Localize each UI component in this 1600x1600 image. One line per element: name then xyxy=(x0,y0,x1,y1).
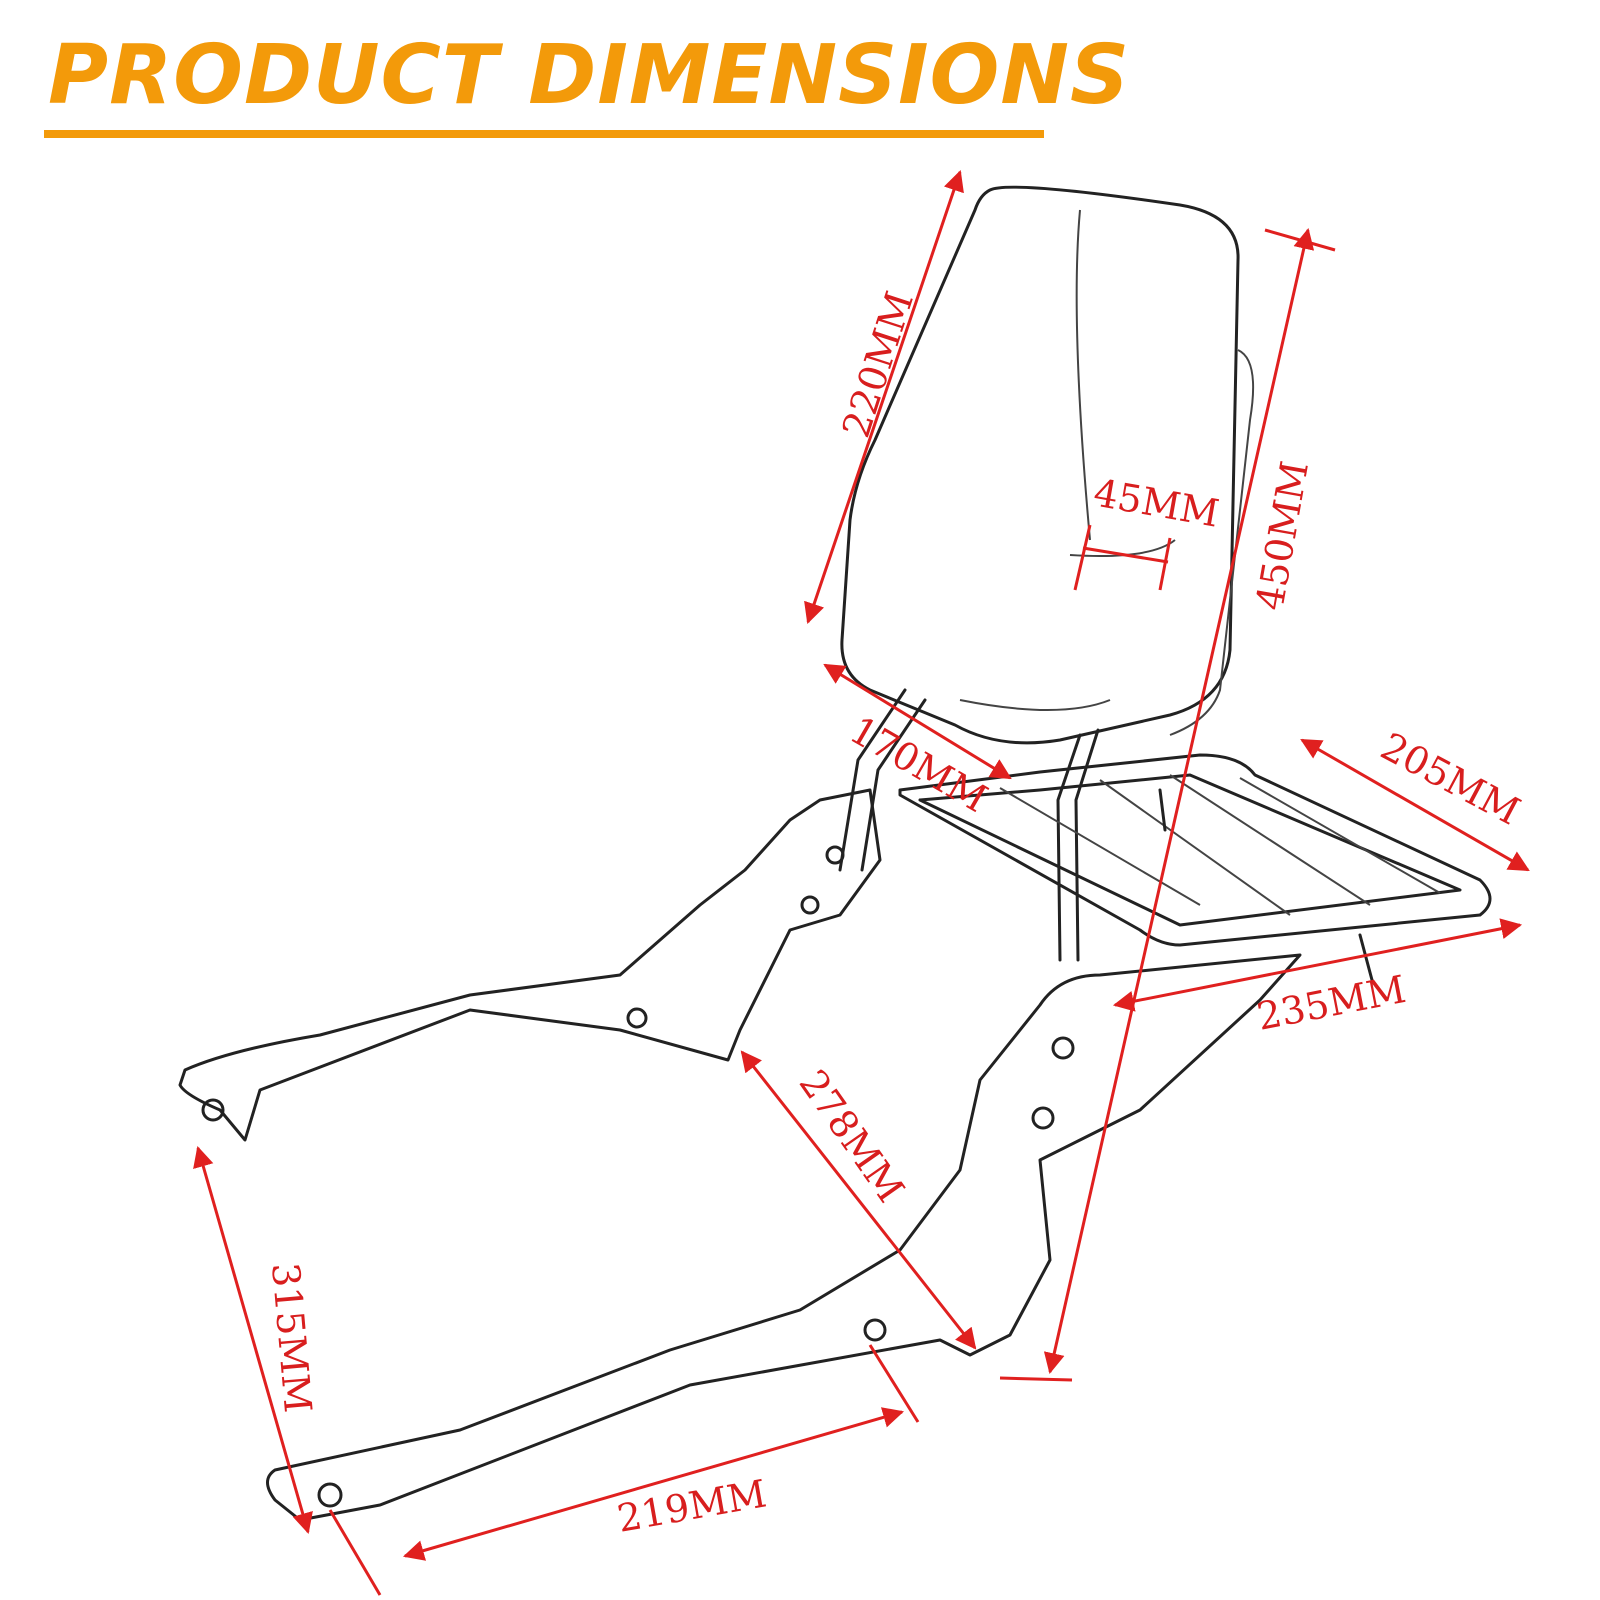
mount-hole-right-rear xyxy=(317,1482,343,1508)
dim-line-450 xyxy=(1043,227,1315,1375)
dim-line-219 xyxy=(402,1407,905,1561)
label-205: 205MM xyxy=(1374,724,1527,833)
label-315: 315MM xyxy=(263,1261,320,1415)
title-underline xyxy=(44,130,1044,138)
label-450: 450MM xyxy=(1248,458,1317,614)
side-plate-right xyxy=(266,953,1302,1522)
dim-line-205 xyxy=(1300,738,1530,872)
page-title: PRODUCT DIMENSIONS xyxy=(48,28,1131,123)
backrest-pad xyxy=(840,185,1240,745)
dim-line-278 xyxy=(740,1050,977,1350)
mount-hole-left-rear xyxy=(201,1098,225,1122)
dimension-lines xyxy=(193,170,1530,1596)
dim-line-220 xyxy=(804,170,964,624)
label-45: 45MM xyxy=(1090,471,1222,536)
dim-line-315 xyxy=(193,1145,313,1535)
sissy-bar-drawing xyxy=(178,185,1492,1522)
dim-line-235 xyxy=(1112,918,1523,1012)
mount-hole-right-front xyxy=(863,1318,887,1342)
dim-line-170 xyxy=(823,663,1012,780)
label-219: 219MM xyxy=(614,1471,770,1540)
mount-hole-left-front xyxy=(626,1007,648,1029)
dimension-labels: 220MM 45MM 450MM 170MM 205MM 235MM 278MM… xyxy=(263,286,1527,1541)
side-plate-left xyxy=(178,788,882,1142)
label-235: 235MM xyxy=(1253,967,1409,1039)
